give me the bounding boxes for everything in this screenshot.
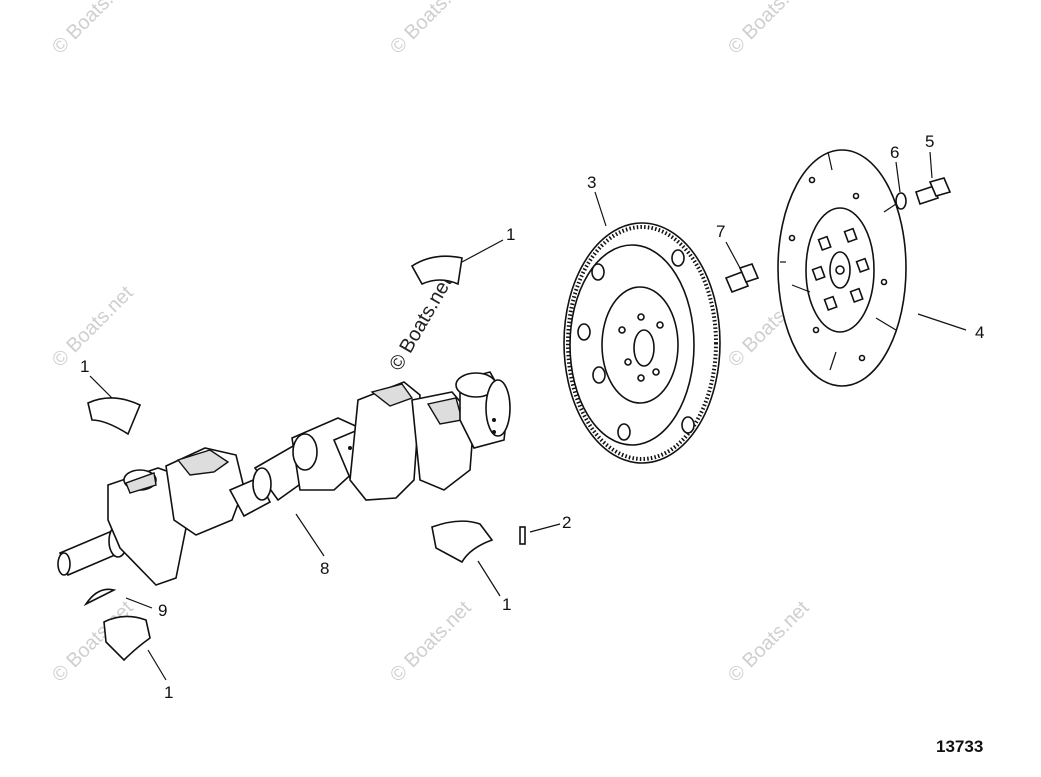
lock-washer [895,192,907,210]
callouts: 1 1 1 1 2 3 4 5 6 7 8 9 [80,132,984,702]
watermark: © Boats.net [48,0,138,59]
dowel-pin [519,526,526,545]
callout-1-front-bearing: 1 [164,683,173,702]
callout-1-left-bearing: 1 [80,357,89,376]
woodruff-key [83,588,117,607]
bearing-left-upper [87,397,142,436]
callout-4-plate: 4 [975,323,984,342]
damper-plate [777,149,907,387]
watermark-center: © Boats.net [385,272,457,374]
callout-1-upper-bearing: 1 [506,225,515,244]
callout-6-washer: 6 [890,143,899,162]
watermark: © Boats.net [386,0,476,59]
callout-9-key: 9 [158,601,167,620]
callout-3-flywheel: 3 [587,173,596,192]
bearing-left-lower [103,615,151,662]
leader-lines [89,151,967,681]
callout-2-dowel: 2 [562,513,571,532]
bearing-upper-mid [410,255,463,286]
crankshaft [57,371,511,586]
watermark: © Boats.net [386,597,476,687]
callout-7-bolt: 7 [716,222,725,241]
watermark: © Boats.net [724,0,814,59]
bearing-lower-mid [431,520,494,564]
diagram-number: 13733 [936,737,983,756]
callout-1-lower-bearing: 1 [502,595,511,614]
flywheel-bolt [724,263,760,294]
watermark: © Boats.net [724,597,814,687]
flywheel [563,222,721,464]
callout-5-bolt: 5 [925,132,934,151]
plate-bolt [914,177,952,206]
callout-8-crankshaft: 8 [320,559,329,578]
watermark: © Boats.net [48,282,138,372]
